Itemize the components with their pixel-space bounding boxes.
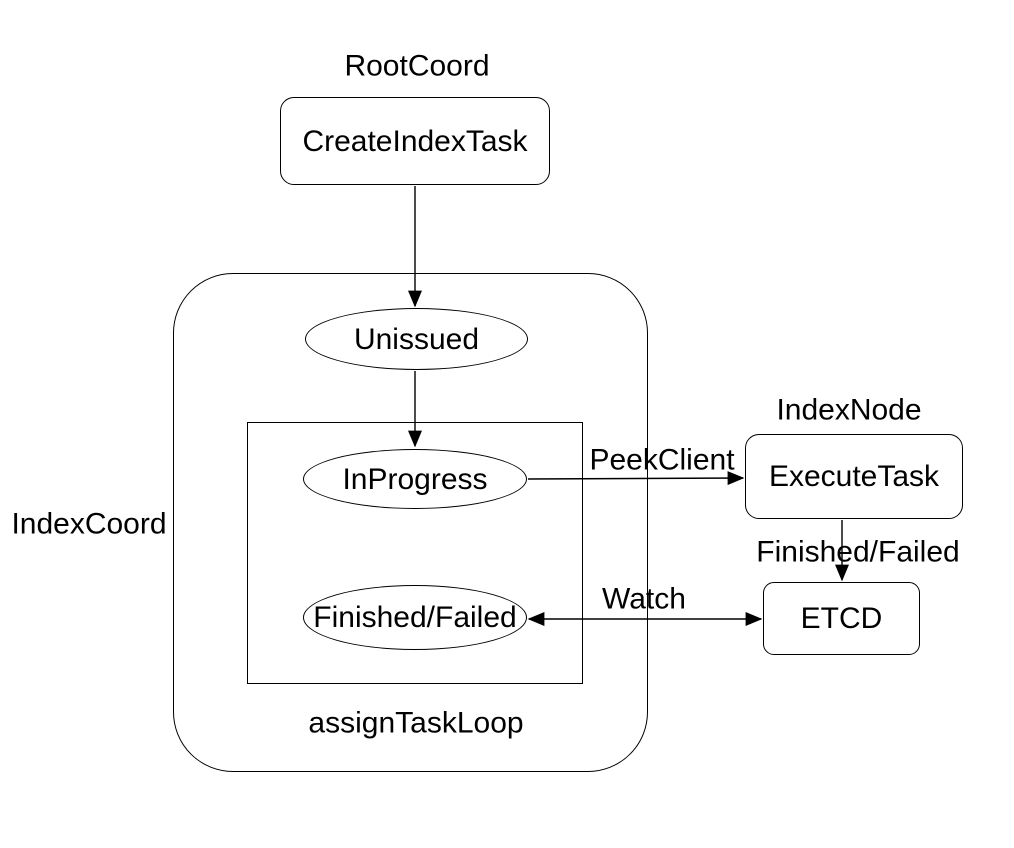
node-execute-task-label: ExecuteTask bbox=[768, 460, 940, 493]
index-coord-container bbox=[173, 273, 648, 772]
node-in-progress-label: InProgress bbox=[342, 462, 488, 496]
node-finished-failed: Finished/Failed bbox=[303, 585, 527, 650]
node-unissued: Unissued bbox=[305, 308, 528, 370]
edge-label-watch: Watch bbox=[602, 582, 686, 616]
node-execute-task: ExecuteTask bbox=[745, 434, 963, 519]
root-coord-label: RootCoord bbox=[344, 49, 490, 83]
node-etcd: ETCD bbox=[763, 582, 920, 655]
node-create-index-task-label: CreateIndexTask bbox=[302, 124, 528, 158]
node-etcd-label: ETCD bbox=[800, 602, 883, 635]
edge-label-finished-failed: Finished/Failed bbox=[756, 535, 960, 569]
index-coord-label: IndexCoord bbox=[11, 507, 167, 541]
node-unissued-label: Unissued bbox=[353, 322, 480, 356]
assign-task-loop-label: assignTaskLoop bbox=[308, 706, 524, 740]
node-in-progress: InProgress bbox=[303, 449, 527, 509]
node-create-index-task: CreateIndexTask bbox=[280, 97, 550, 185]
node-finished-failed-label: Finished/Failed bbox=[313, 601, 517, 634]
index-node-label: IndexNode bbox=[776, 393, 922, 427]
edge-label-peek-client: PeekClient bbox=[589, 443, 735, 477]
